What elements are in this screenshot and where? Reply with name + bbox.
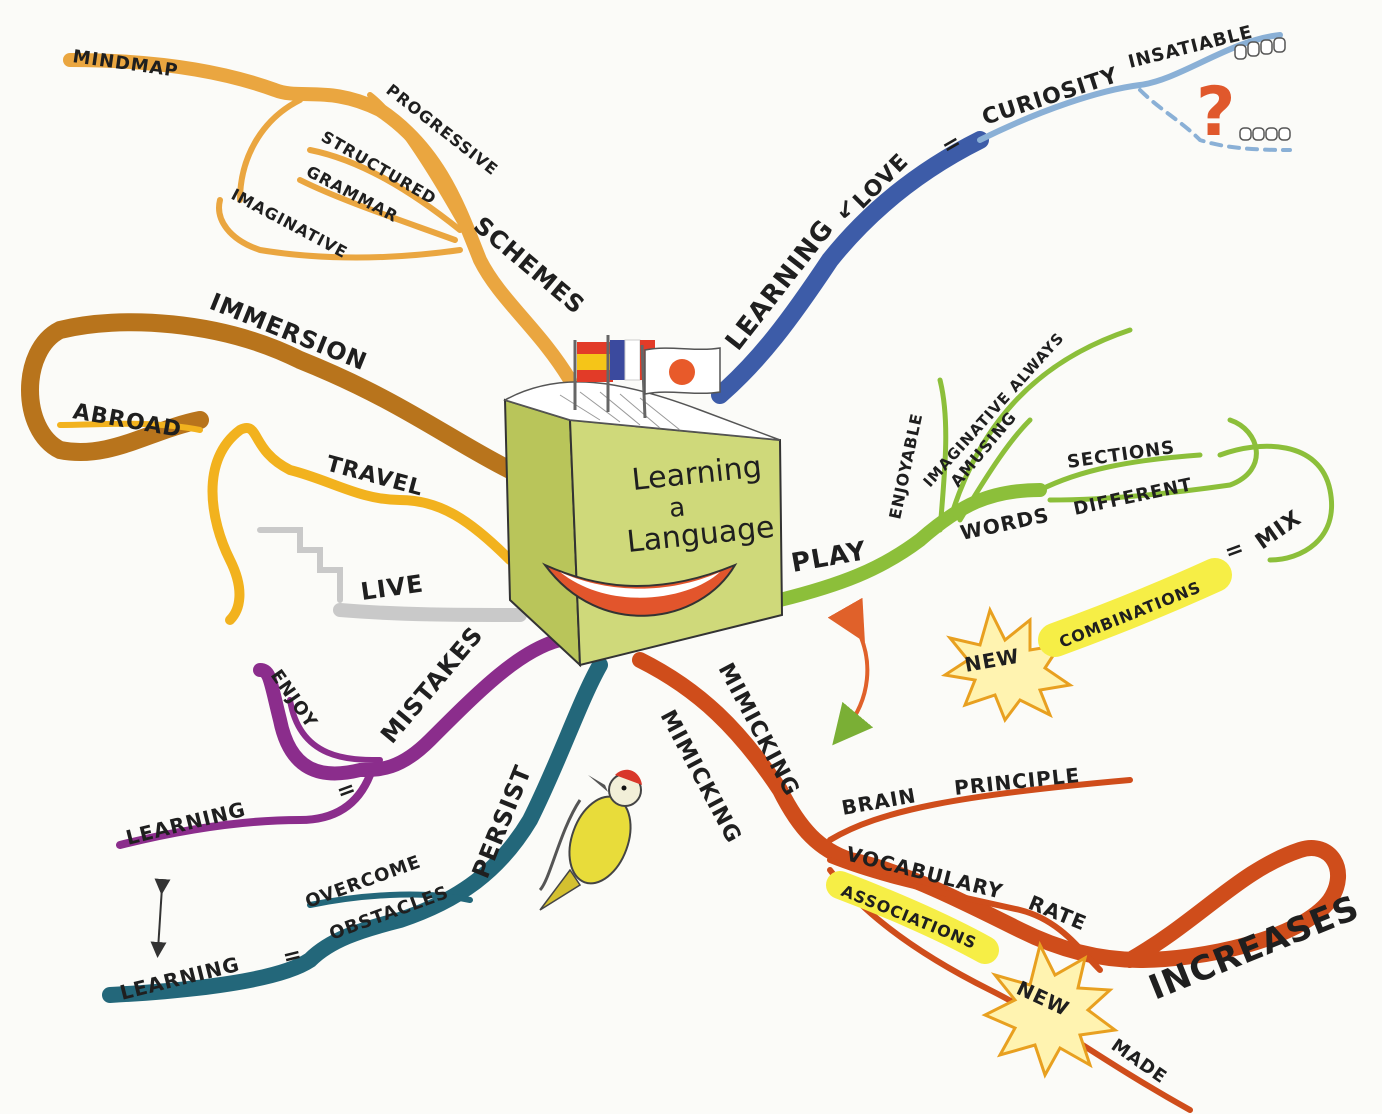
label-curiosity: CURIOSITY <box>979 63 1122 131</box>
woodpecker-illustration <box>538 769 642 911</box>
play-new-burst <box>940 605 1074 724</box>
label-mix: MIX <box>1251 506 1306 555</box>
label-sections: SECTIONS <box>1066 437 1177 473</box>
central-book: Learning a Language <box>503 335 784 668</box>
mimicking-branch <box>632 652 1347 1113</box>
travel-branch <box>57 420 515 625</box>
learning-double-arrow <box>150 878 171 958</box>
spanish-flag <box>573 340 613 410</box>
mistakes-branch <box>116 633 567 849</box>
label-enjoyable: ENJOYABLE <box>885 411 926 521</box>
question-teeth-illustration: ? <box>1196 37 1291 152</box>
book-title-line2: a <box>668 492 687 524</box>
smile-mouth <box>541 562 738 617</box>
mimicking-new-burst <box>981 940 1119 1079</box>
play-branch <box>773 327 1334 607</box>
label-increases: INCREASES <box>1143 888 1365 1009</box>
persist-branch <box>102 657 608 1003</box>
curiosity-branch <box>977 32 1292 152</box>
immersion-branch <box>21 313 519 479</box>
label-mindmap: MINDMAP <box>71 46 180 82</box>
question-mark: ? <box>1196 73 1236 152</box>
play-mimicking-double-arrow <box>827 597 874 746</box>
live-branch <box>257 527 527 622</box>
label-play-equals: = <box>1222 535 1249 565</box>
label-different: DIFFERENT <box>1072 474 1195 520</box>
learning-branch <box>711 131 989 404</box>
label-live: LIVE <box>359 569 425 606</box>
japanese-flag <box>640 344 721 419</box>
combinations-highlight <box>1038 558 1232 657</box>
schemes-branch <box>63 53 577 387</box>
label-brain: BRAIN <box>840 783 918 820</box>
label-mistakes-learning: LEARNING <box>123 797 248 850</box>
associations-highlight <box>826 871 999 964</box>
